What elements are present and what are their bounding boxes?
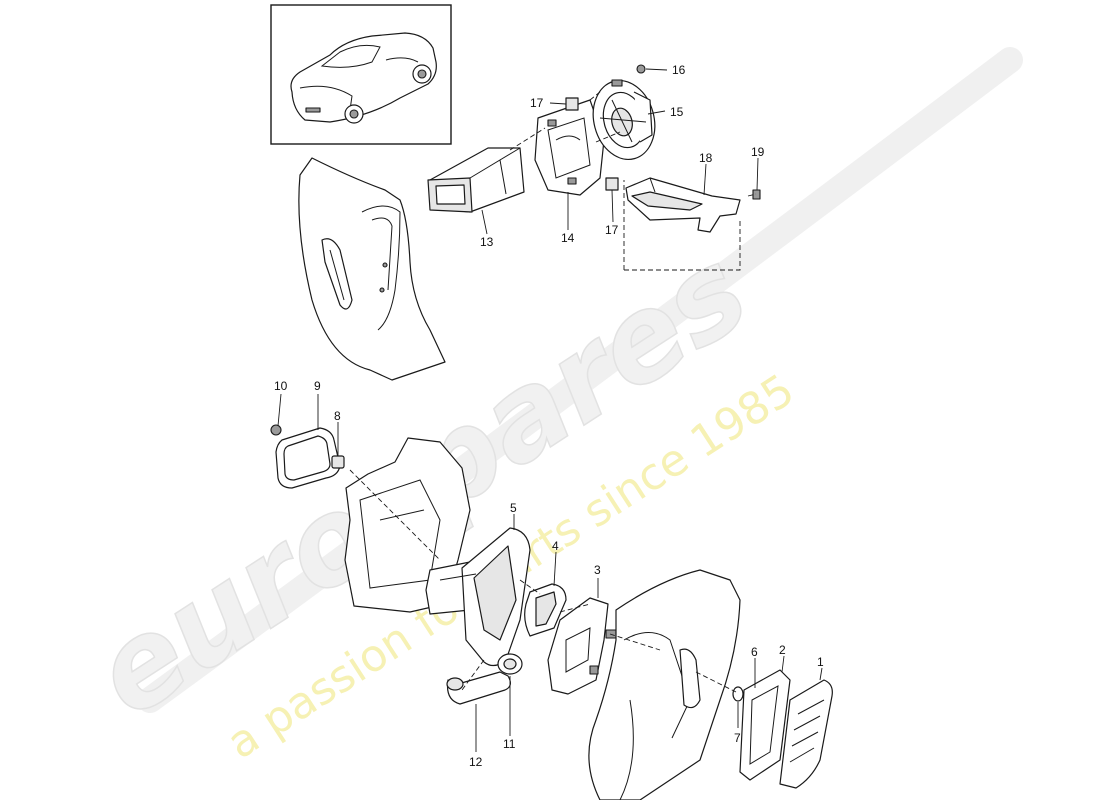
assembly-lines-lower [461,579,737,693]
callout-1: 1 [817,655,824,669]
cover-plate-3 [547,597,617,695]
rear-body-panel-upper [298,157,446,381]
clip-17-upper [565,97,579,111]
callout-14: 14 [561,231,575,245]
callout-4: 4 [552,539,559,553]
callout-5: 5 [510,501,517,515]
grille-frame-9 [275,427,341,489]
callout-11: 11 [503,737,516,751]
callout-18: 18 [699,151,713,165]
blower-housing-14 [534,99,605,196]
callout-10: 10 [274,379,288,393]
car-thumbnail [270,4,452,145]
intake-seal-4 [524,583,567,637]
callout-6: 6 [751,645,758,659]
callout-8: 8 [334,409,341,423]
spacer-8 [331,455,345,469]
callout-17-lower: 17 [605,223,619,237]
grommet-11 [497,653,523,675]
blower-fan-15 [592,79,656,161]
screw-10 [270,424,282,436]
drain-hose-12 [446,671,511,705]
callout-17-upper: 17 [530,96,544,110]
callout-13: 13 [480,235,494,249]
air-duct-13 [427,147,525,213]
screw-19 [752,189,761,200]
grille-bracket-2 [739,669,791,781]
callout-9: 9 [314,379,321,393]
side-grille-1 [779,679,833,789]
callout-15: 15 [670,105,684,119]
washer-7 [732,686,744,702]
callout-12: 12 [469,755,483,769]
assembly-lines-upper [509,91,757,271]
callout-16: 16 [672,63,686,77]
rear-body-panel-lower [588,569,741,800]
air-channel-18 [625,177,741,233]
callouts: 1 2 3 4 5 6 7 8 9 10 11 12 13 14 15 16 1… [274,63,824,769]
callout-leaders [277,68,823,752]
screw-16 [636,64,646,74]
clip-17-lower [605,177,619,191]
callout-7: 7 [734,731,741,745]
air-intake-5 [425,527,531,667]
callout-19: 19 [751,145,765,159]
car-icon [290,32,437,124]
callout-3: 3 [594,563,601,577]
callout-2: 2 [779,643,786,657]
